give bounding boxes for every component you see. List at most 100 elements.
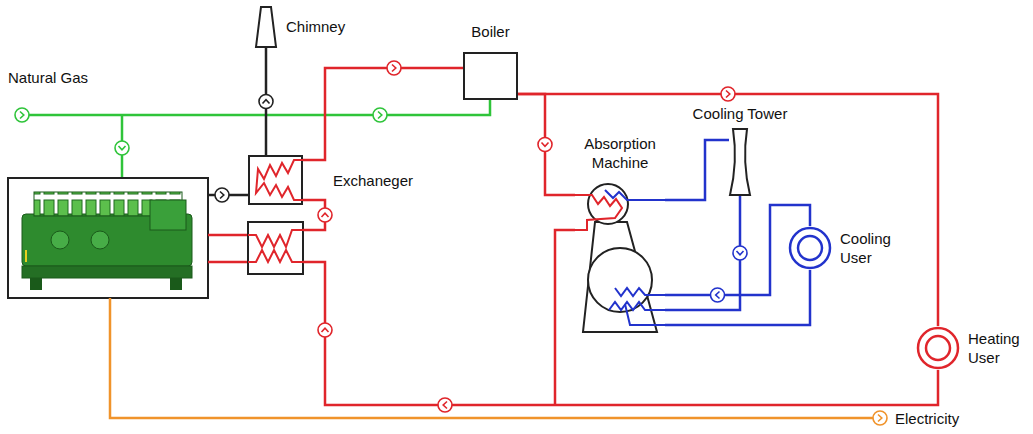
node-label: Heating User [968, 329, 1030, 367]
drawing-part [115, 141, 129, 155]
pipe-line [665, 196, 740, 310]
cooling-tower: Cooling Tower [729, 128, 751, 196]
drawing-part [733, 246, 747, 260]
drawing-part [220, 192, 224, 199]
pipe-connector [518, 94, 575, 195]
flow-label: Electricity [895, 409, 959, 428]
drawing-part [318, 323, 332, 337]
node-label: Absorption Machine [570, 134, 670, 172]
pipe-line [303, 68, 463, 160]
pipe-line [518, 94, 575, 195]
drawing-part [583, 222, 657, 332]
drawing-part [318, 208, 332, 222]
node-label: Cooling Tower [681, 104, 799, 123]
drawing-part [721, 87, 735, 101]
drawing-part [15, 108, 29, 122]
drawing-part [555, 230, 575, 405]
gas-engine [8, 178, 208, 298]
node-label: Boiler [443, 22, 538, 41]
cooling-user-outline [788, 226, 832, 270]
pipe-line [665, 205, 810, 295]
drawing-part [25, 250, 27, 262]
drawing-part [15, 108, 29, 122]
drawing-part [873, 411, 887, 425]
drawing-part [615, 288, 665, 296]
drawing-part [322, 328, 329, 332]
drawing-part [322, 213, 329, 217]
jacket-water-loop [208, 235, 248, 262]
pipe-line [518, 94, 938, 326]
heat-exchanger [248, 222, 303, 274]
chimney-stack: Chimney [254, 6, 278, 48]
drawing-part [8, 178, 208, 298]
absorption-machine-outline [575, 180, 665, 335]
drawing-part [605, 190, 665, 200]
drawing-part [263, 100, 270, 104]
drawing-part [115, 141, 129, 155]
chimney-stack-outline [254, 6, 278, 48]
pipe-connector [665, 205, 810, 302]
drawing-part [609, 302, 665, 310]
drawing-part [318, 208, 332, 222]
absorption-machine: Absorption Machine [575, 180, 665, 335]
pipe-line [665, 270, 810, 325]
drawing-part [878, 415, 882, 422]
flow-arrow [259, 95, 273, 109]
exchanger-coil [248, 230, 303, 262]
drawing-part [119, 146, 126, 150]
drawing-part [170, 278, 182, 290]
pipe-connector [303, 61, 463, 160]
drawing-part [256, 7, 276, 47]
node-label: Cooling User [840, 229, 902, 267]
flow-arrow [721, 87, 735, 101]
heat-exchanger-outline [248, 155, 303, 205]
node-label: Chimney [286, 17, 345, 36]
pipe-connector [665, 196, 747, 310]
drawing-part [716, 292, 720, 299]
drawing-part [538, 138, 552, 152]
pipe-connector [259, 48, 273, 155]
drawing-part [438, 398, 452, 412]
drawing-part [373, 108, 387, 122]
drawing-part [91, 231, 109, 249]
flow-arrow [387, 61, 401, 75]
drawing-part [373, 108, 387, 122]
heating-user: Heating User [916, 326, 960, 370]
drawing-part [918, 328, 958, 368]
drawing-part [259, 95, 273, 109]
drawing-part [20, 112, 24, 119]
drawing-part [215, 188, 229, 202]
drawing-part [318, 323, 332, 337]
drawing-part [378, 112, 382, 119]
drawing-part [443, 402, 447, 409]
drawing-part [387, 61, 401, 75]
flow-arrow [538, 138, 552, 152]
drawing-part [575, 195, 622, 230]
drawing-part [798, 236, 822, 260]
drawing-part [873, 411, 887, 425]
drawing-part [730, 129, 750, 195]
pipe-connector [518, 87, 938, 326]
hot-water-line [303, 200, 938, 405]
drawing-part [790, 228, 830, 268]
flow-markers [15, 108, 887, 425]
drawing-part [625, 304, 665, 325]
flow-arrow [733, 246, 747, 260]
drawing-part [208, 261, 248, 264]
drawing-part [30, 278, 42, 290]
drawing-part [737, 251, 744, 255]
drawing-part [256, 160, 303, 200]
drawing-part [208, 234, 248, 237]
heat-exchanger: Exchaneger [248, 155, 303, 205]
drawing-part [22, 266, 192, 278]
drawing-part [150, 200, 186, 230]
drawing-part [215, 188, 229, 202]
heating-user-outline [916, 326, 960, 370]
cooling-user: Cooling User [788, 226, 832, 270]
drawing-part [588, 248, 652, 312]
electricity-line [110, 298, 873, 418]
drawing-part [711, 288, 725, 302]
cooling-tower-outline [729, 128, 751, 196]
drawing-part [51, 231, 69, 249]
